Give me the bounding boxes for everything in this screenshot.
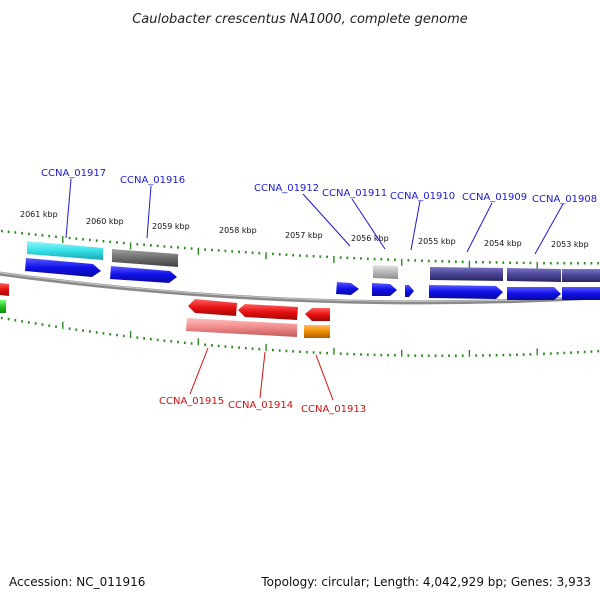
feature-pink bbox=[186, 318, 297, 337]
gene-label-ccna-01914[interactable]: CCNA_01914 bbox=[228, 400, 293, 411]
scale-label-2054: 2054 kbp bbox=[484, 239, 522, 248]
scale-label-2059: 2059 kbp bbox=[152, 222, 190, 231]
gene-label-ccna-01913[interactable]: CCNA_01913 bbox=[301, 404, 366, 415]
cds-arrow-ccna-01916 bbox=[110, 266, 177, 283]
cds-arrow-ccna-01911 bbox=[372, 283, 397, 296]
cds-arrow-ccna-01909 bbox=[429, 285, 503, 299]
cds-arrow-ccna-01910 bbox=[405, 285, 414, 297]
gene-label-ccna-01916[interactable]: CCNA_01916 bbox=[120, 175, 185, 186]
map-title: Caulobacter crescentus NA1000, complete … bbox=[132, 12, 468, 27]
cds-arrow-ccna-01917 bbox=[25, 258, 101, 277]
scale-labels: 2061 kbp 2060 kbp 2059 kbp 2058 kbp 2057… bbox=[20, 210, 589, 249]
leader-ccna-01916 bbox=[146, 185, 152, 239]
leader-ccna-01910 bbox=[410, 200, 421, 251]
cds-arrow-ccna-01915 bbox=[188, 299, 237, 316]
scale-label-2055: 2055 kbp bbox=[418, 237, 456, 246]
scale-label-2056: 2056 kbp bbox=[351, 234, 389, 243]
outer-tick-ring bbox=[0, 229, 600, 269]
leader-ccna-01915 bbox=[189, 347, 209, 395]
gene-label-ccna-01908[interactable]: CCNA_01908 bbox=[532, 194, 597, 205]
inner-feature-ring bbox=[0, 300, 330, 338]
feature-purple-1 bbox=[430, 267, 503, 281]
leader-ccna-01909 bbox=[466, 202, 493, 253]
cds-arrow-left-edge bbox=[0, 283, 9, 296]
cds-arrow-next bbox=[562, 287, 600, 300]
gene-labels: CCNA_01917 CCNA_01916 CCNA_01912 CCNA_01… bbox=[41, 168, 597, 415]
cds-arrow-ccna-01914 bbox=[238, 304, 298, 320]
cds-arrow-ccna-01912 bbox=[336, 282, 359, 295]
accession-text: Accession: NC_011916 bbox=[9, 575, 145, 589]
feature-orange bbox=[304, 325, 330, 338]
gene-label-ccna-01917[interactable]: CCNA_01917 bbox=[41, 168, 106, 179]
label-leaders bbox=[65, 178, 564, 401]
forward-cds-ring bbox=[25, 258, 600, 300]
outer-feature-ring bbox=[27, 241, 600, 282]
feature-purple-3 bbox=[562, 269, 600, 282]
feature-cyan bbox=[27, 241, 103, 260]
gene-label-ccna-01911[interactable]: CCNA_01911 bbox=[322, 188, 387, 199]
reverse-cds-ring bbox=[0, 283, 330, 321]
scale-label-2060: 2060 kbp bbox=[86, 217, 124, 226]
gene-label-ccna-01909[interactable]: CCNA_01909 bbox=[462, 192, 527, 203]
cds-arrow-ccna-01908 bbox=[507, 287, 561, 300]
scale-label-2053: 2053 kbp bbox=[551, 240, 589, 249]
cds-arrow-ccna-01913 bbox=[305, 308, 330, 321]
feature-light-gray bbox=[373, 265, 398, 279]
leader-ccna-01911 bbox=[351, 198, 386, 250]
genome-summary-text: Topology: circular; Length: 4,042,929 bp… bbox=[260, 575, 591, 589]
scale-label-2058: 2058 kbp bbox=[219, 226, 257, 235]
feature-green bbox=[0, 300, 6, 313]
leader-ccna-01913 bbox=[315, 354, 334, 401]
gene-label-ccna-01915[interactable]: CCNA_01915 bbox=[159, 396, 224, 407]
leader-ccna-01908 bbox=[534, 203, 564, 255]
scale-label-2061: 2061 kbp bbox=[20, 210, 58, 219]
leader-ccna-01914 bbox=[259, 351, 266, 399]
genome-backbone bbox=[0, 271, 600, 305]
feature-dark-gray bbox=[112, 249, 178, 267]
leader-ccna-01917 bbox=[65, 178, 72, 239]
gene-label-ccna-01912[interactable]: CCNA_01912 bbox=[254, 183, 319, 194]
gene-label-ccna-01910[interactable]: CCNA_01910 bbox=[390, 191, 455, 202]
feature-purple-2 bbox=[507, 268, 561, 282]
leader-ccna-01912 bbox=[302, 193, 351, 247]
scale-label-2057: 2057 kbp bbox=[285, 231, 323, 240]
inner-tick-ring bbox=[0, 316, 600, 357]
